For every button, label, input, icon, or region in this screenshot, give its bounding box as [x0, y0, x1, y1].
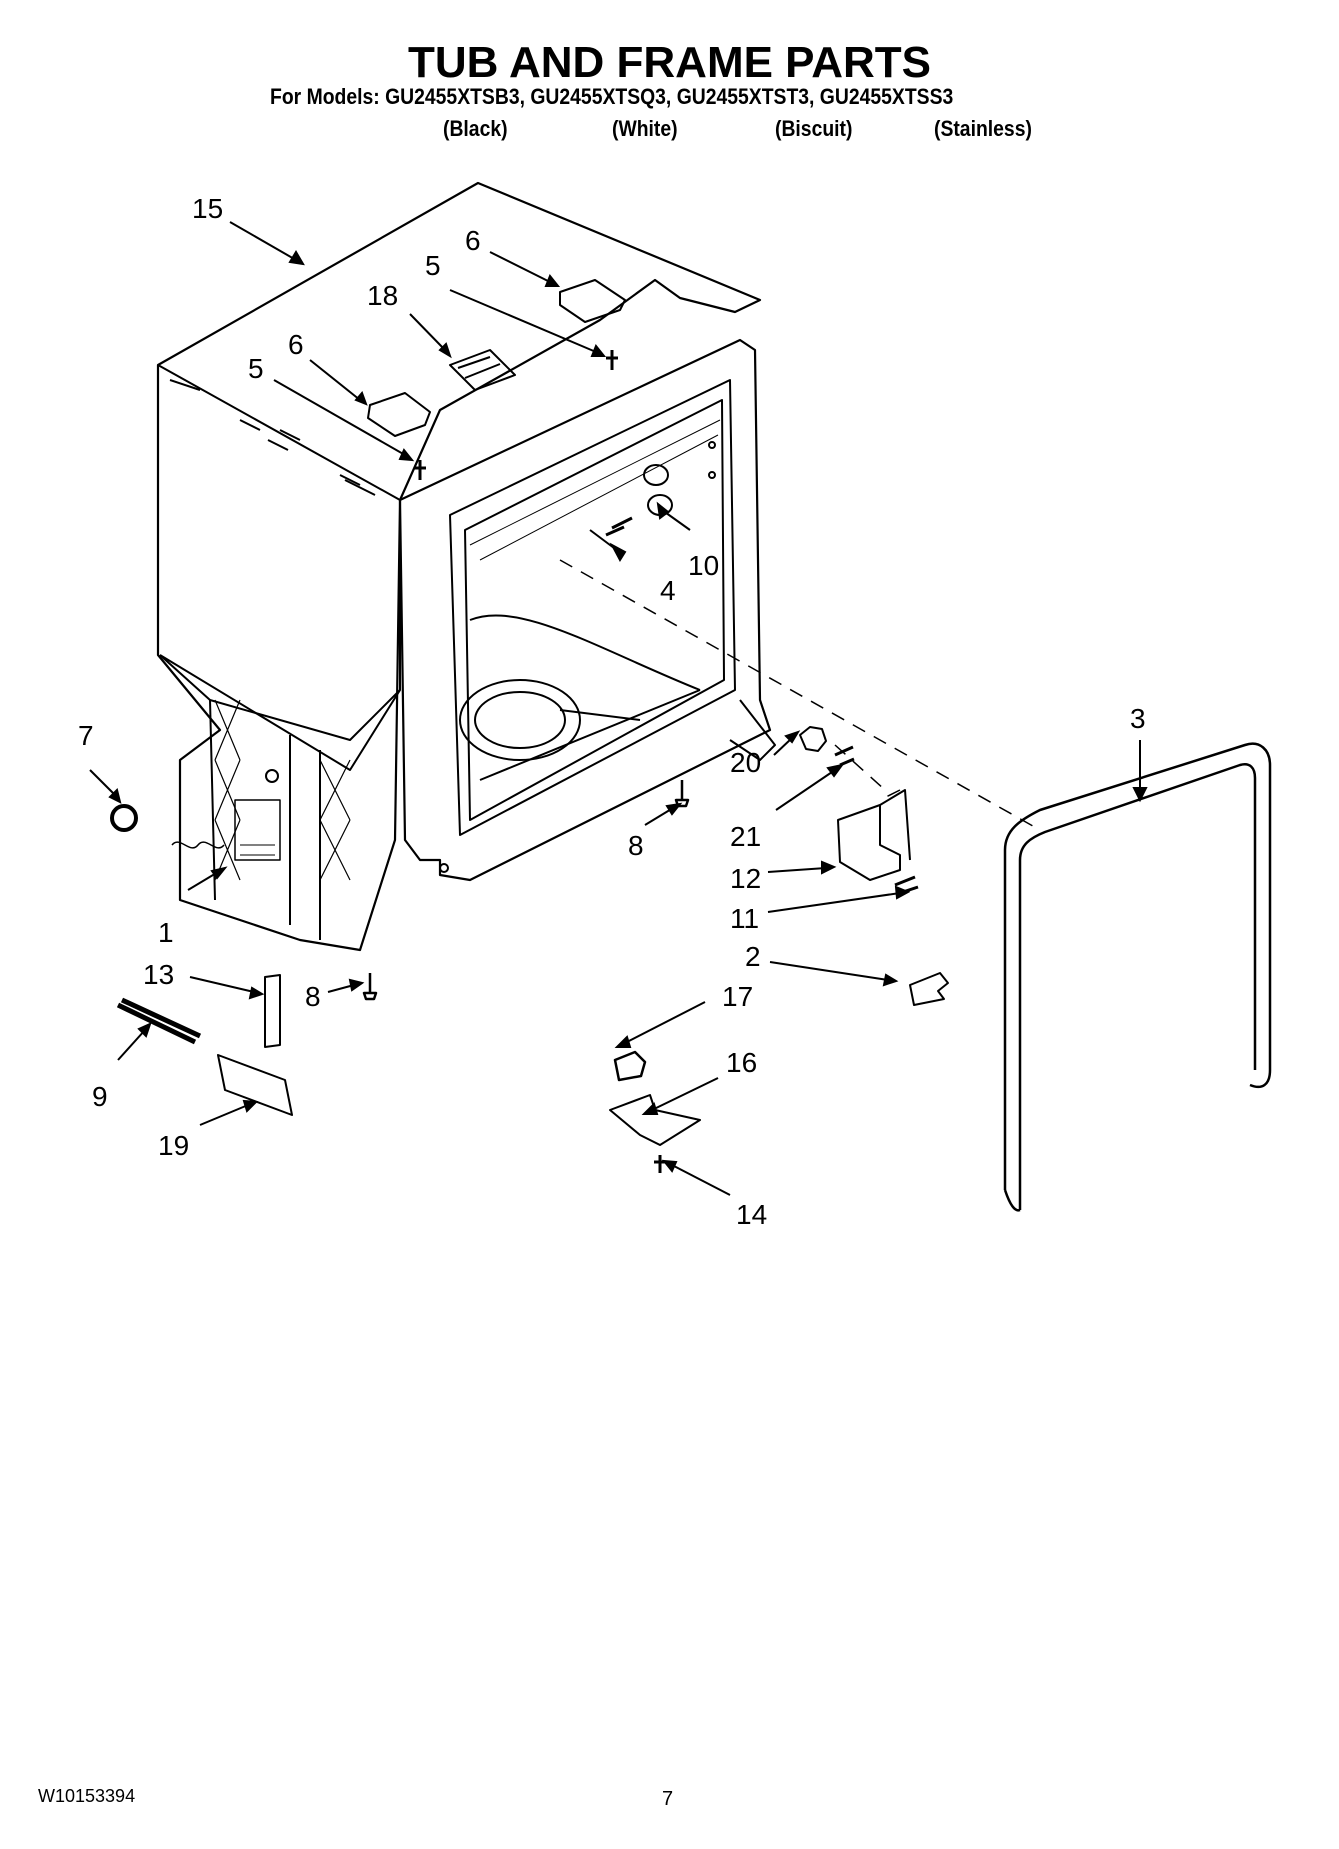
leveling-leg-left — [362, 973, 378, 1001]
callout-1: 1 — [158, 917, 174, 948]
strip — [264, 974, 281, 1048]
callout-17: 17 — [722, 981, 753, 1012]
tub-front-frame — [398, 338, 776, 882]
callout-12: 12 — [730, 863, 761, 894]
leveling-leg-right — [674, 780, 690, 808]
models-line: For Models: GU2455XTSB3, GU2455XTSQ3, GU… — [270, 84, 954, 109]
callout-19: 19 — [158, 1130, 189, 1161]
bracket-mount-screw — [654, 1155, 666, 1173]
screw-right — [606, 350, 618, 370]
callout-6-left: 6 — [288, 329, 304, 360]
callout-8-right: 8 — [628, 830, 644, 861]
tub-body — [156, 181, 762, 952]
color-label-biscuit: (Biscuit) — [775, 116, 853, 141]
tub-screw — [605, 516, 633, 537]
latch — [909, 972, 949, 1006]
color-label-white: (White) — [612, 116, 678, 141]
frame-screw — [834, 745, 855, 767]
callout-13: 13 — [143, 959, 174, 990]
callout-7: 7 — [78, 720, 94, 751]
pad — [217, 1054, 293, 1116]
plug — [110, 804, 138, 832]
leader-lines — [89, 221, 1148, 1196]
callout-9: 9 — [92, 1081, 108, 1112]
door-gasket — [1003, 742, 1272, 1212]
callout-11: 11 — [730, 903, 759, 934]
callout-15: 15 — [192, 193, 223, 224]
callout-10: 10 — [688, 550, 719, 581]
callout-2: 2 — [745, 941, 761, 972]
callout-5-right: 5 — [425, 250, 441, 281]
color-label-stainless: (Stainless) — [934, 116, 1032, 141]
spring — [116, 997, 202, 1045]
callout-5-left: 5 — [248, 353, 264, 384]
screw-left — [414, 460, 426, 480]
callout-20: 20 — [730, 747, 761, 778]
callout-16: 16 — [726, 1047, 757, 1078]
document-number: W10153394 — [38, 1786, 136, 1806]
callout-14: 14 — [736, 1199, 767, 1230]
clip — [449, 349, 516, 391]
callout-3: 3 — [1130, 703, 1146, 734]
callout-4: 4 — [660, 575, 676, 606]
switch-bracket — [609, 1094, 701, 1146]
hinge-bracket-right — [559, 279, 626, 323]
page-title: TUB AND FRAME PARTS — [407, 38, 932, 87]
callout-21: 21 — [730, 821, 761, 852]
callout-6-right: 6 — [465, 225, 481, 256]
callout-18: 18 — [367, 280, 398, 311]
color-label-black: (Black) — [443, 116, 508, 141]
nut — [799, 726, 827, 752]
callout-numbers: 15 6 5 18 6 5 10 4 7 3 20 21 8 12 11 1 2… — [78, 193, 1146, 1230]
callout-8-left: 8 — [305, 981, 321, 1012]
switch — [613, 1050, 647, 1082]
hinge-bracket-left — [367, 392, 431, 437]
alignment-line — [559, 559, 1041, 831]
mounting-bracket — [837, 789, 911, 881]
page-number: 7 — [662, 1788, 674, 1810]
